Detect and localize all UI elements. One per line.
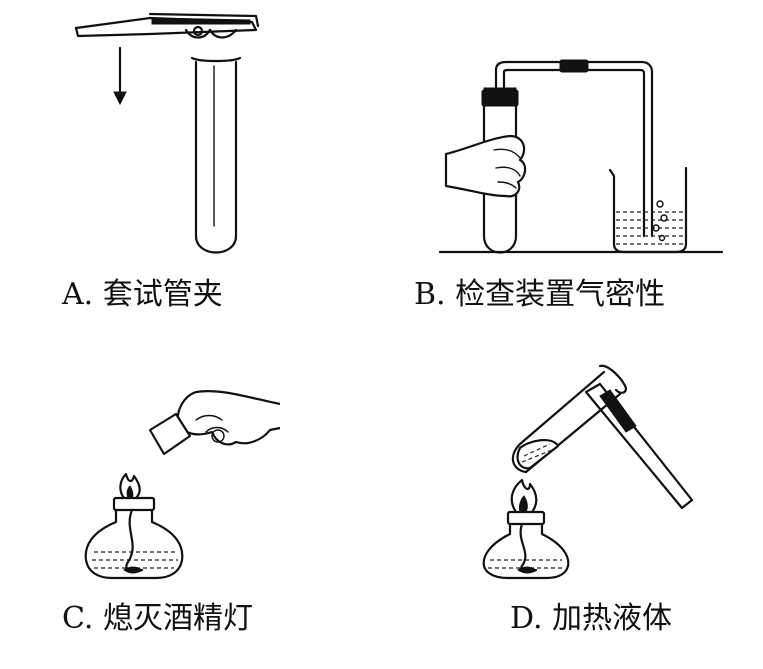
caption-b: B. 检查装置气密性 xyxy=(414,277,666,312)
caption-a: A. 套试管夹 xyxy=(62,277,223,312)
panel-a-drawing xyxy=(74,12,260,254)
clamp-holder-d xyxy=(584,382,694,510)
caption-c: C. 熄灭酒精灯 xyxy=(62,601,253,636)
flame-icon xyxy=(119,472,141,500)
lamp-cap xyxy=(148,412,192,456)
delivery-tube xyxy=(494,59,654,238)
flame-icon xyxy=(510,478,538,514)
down-arrow-icon xyxy=(113,46,127,106)
alcohol-lamp-c xyxy=(84,496,184,580)
test-tube xyxy=(190,56,242,254)
hand-holding-cap xyxy=(148,390,281,456)
panel-b-drawing xyxy=(438,59,724,254)
rubber-connector xyxy=(559,59,589,73)
panel-d-drawing xyxy=(482,364,694,580)
beaker xyxy=(608,166,688,254)
tilted-test-tube xyxy=(511,364,628,474)
panel-c-drawing xyxy=(84,390,281,580)
alcohol-lamp-d xyxy=(482,510,570,580)
hand-gripping-tube xyxy=(444,134,527,198)
test-tube-clamp xyxy=(74,12,260,39)
stoppered-test-tube xyxy=(481,87,519,254)
caption-d: D. 加热液体 xyxy=(510,601,673,636)
